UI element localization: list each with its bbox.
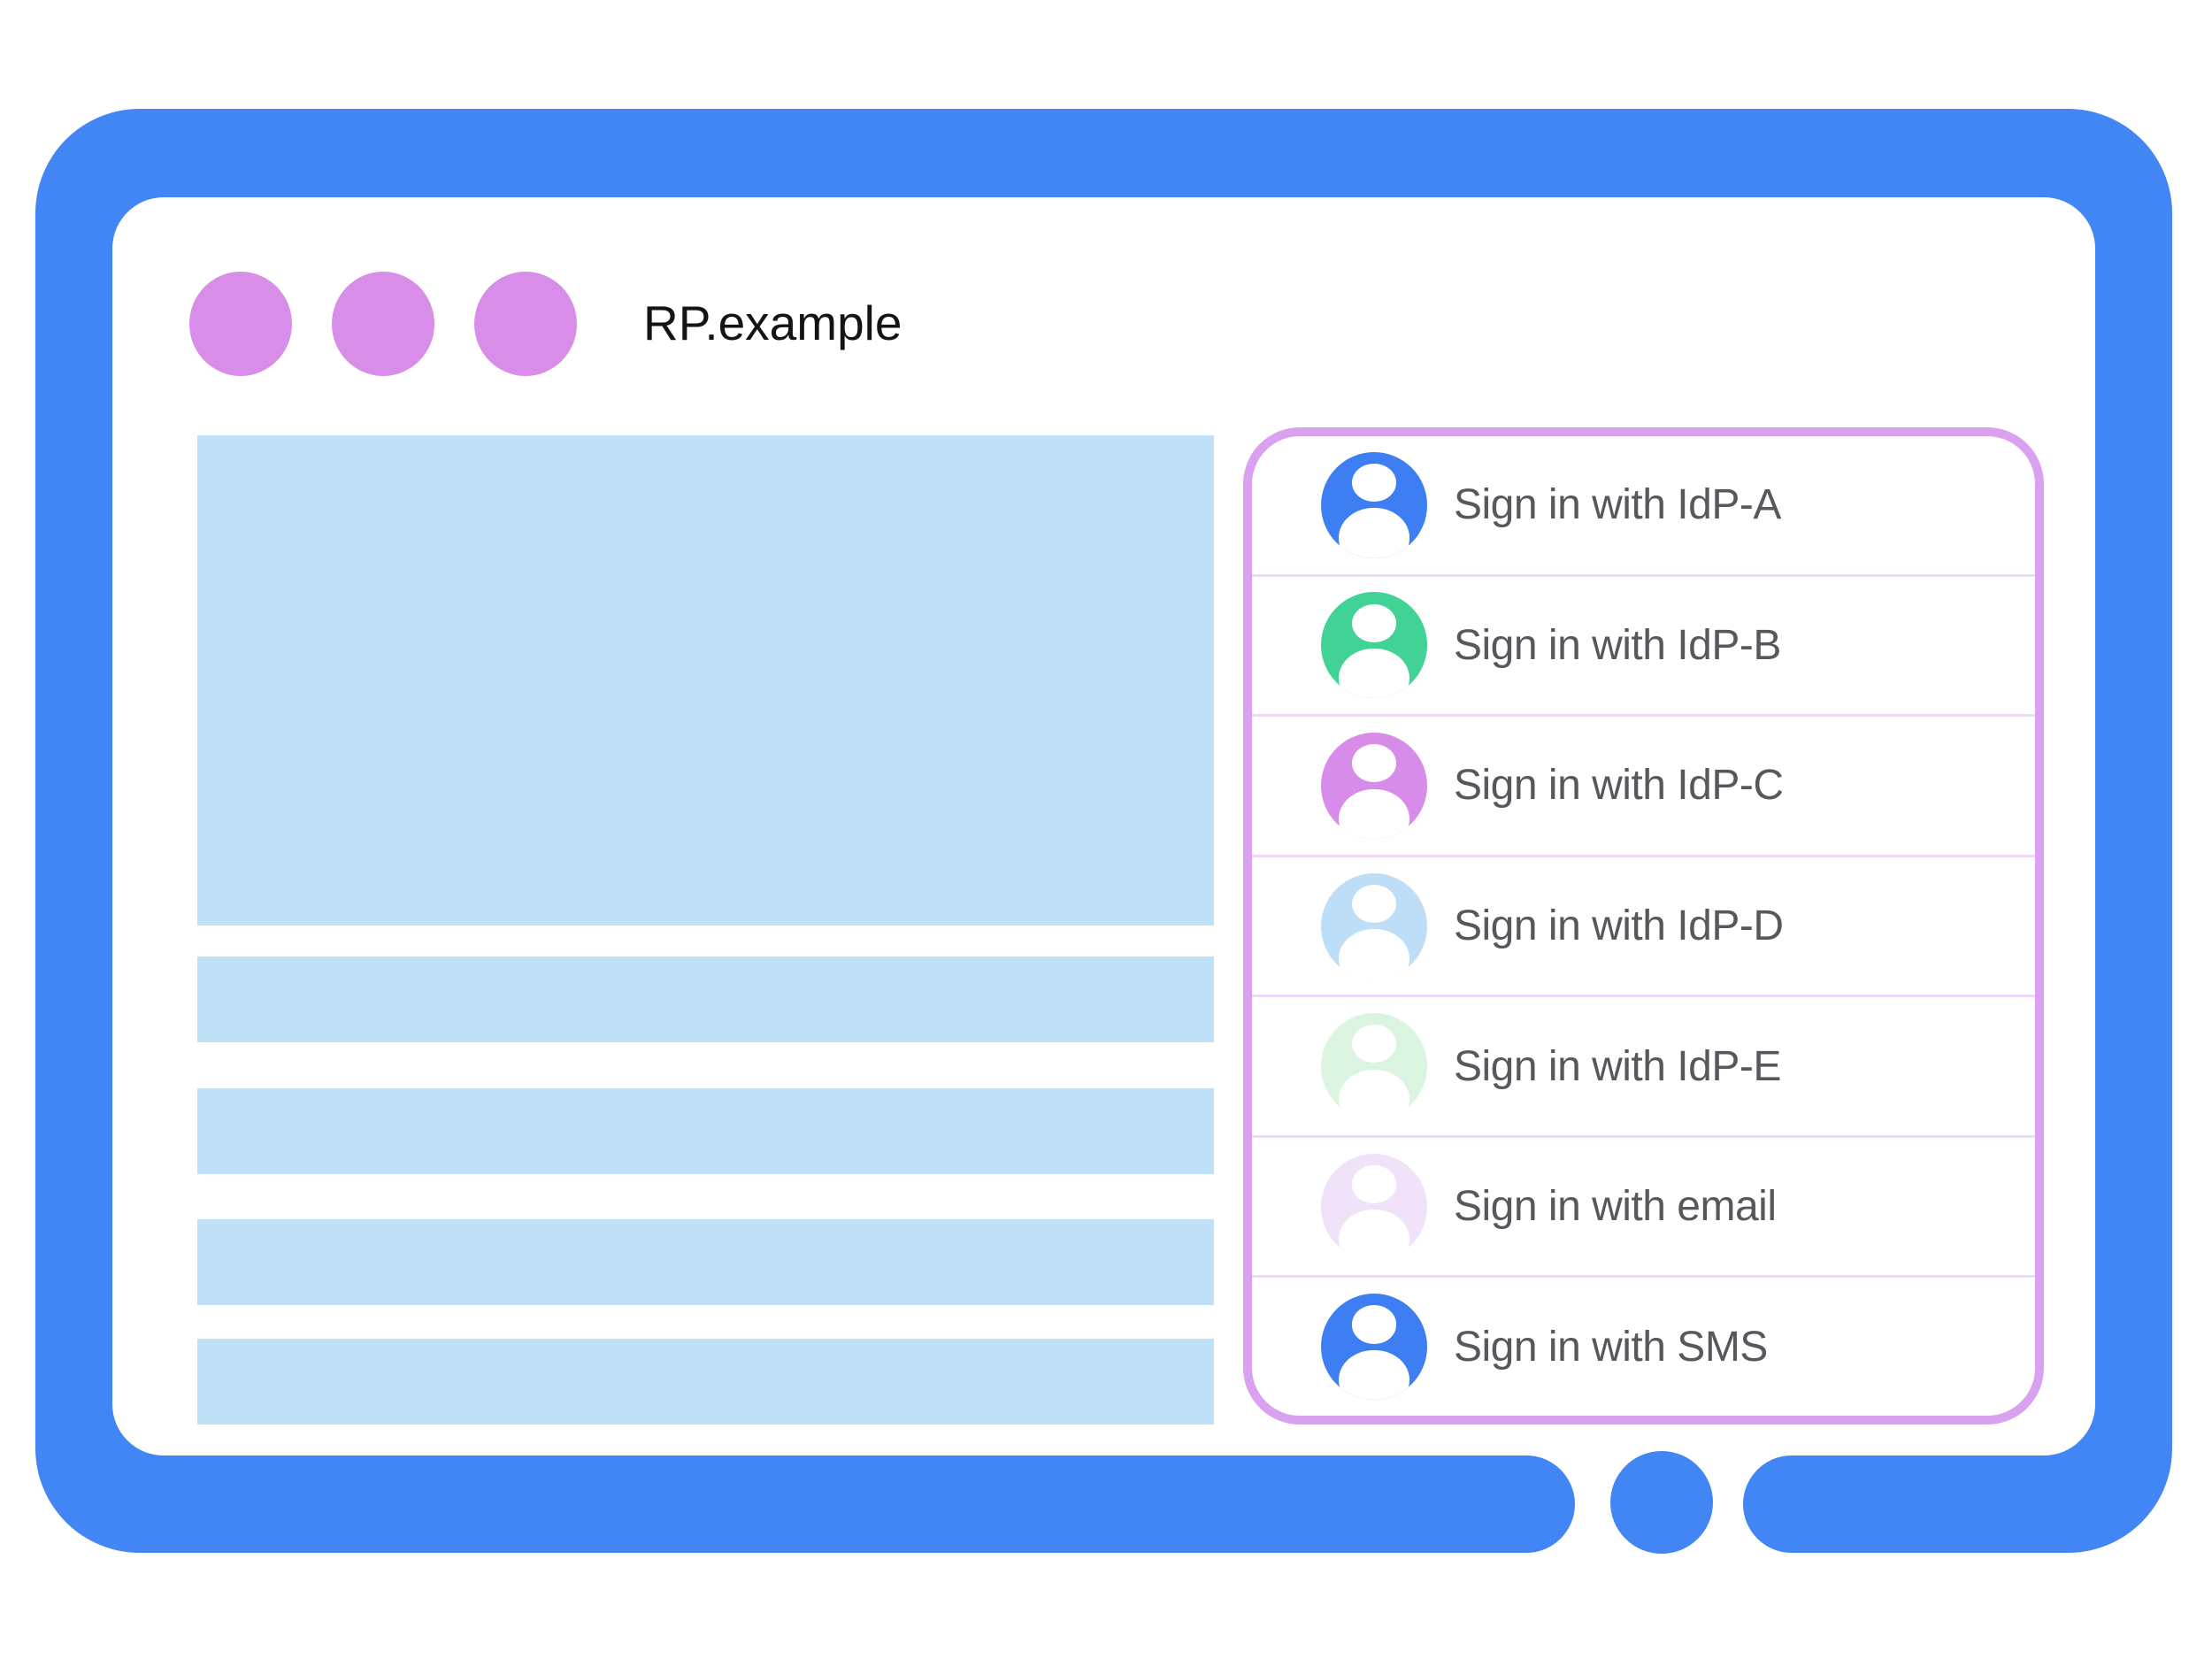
signin-option[interactable]: Sign in with IdP-B	[1252, 577, 2035, 715]
avatar-torso-shape	[1339, 929, 1409, 979]
page-title: RP.example	[643, 296, 902, 350]
text-line-placeholder	[197, 1219, 1214, 1305]
user-avatar-icon	[1321, 451, 1427, 558]
frame-bottom-bar-left-cap	[1442, 1455, 1575, 1553]
frame-bottom-bar-right-cap	[1743, 1455, 1876, 1553]
row-divider	[1252, 854, 2035, 857]
signin-option-label: Sign in with email	[1454, 1183, 1777, 1231]
signin-panel: Sign in with IdP-A Sign in with IdP-B Si…	[1243, 427, 2044, 1425]
user-avatar-icon	[1321, 592, 1427, 699]
row-divider	[1252, 573, 2035, 577]
window-control-dot[interactable]	[474, 272, 577, 376]
avatar-torso-shape	[1339, 1069, 1409, 1120]
hero-content-placeholder	[197, 435, 1214, 926]
avatar-head-shape	[1351, 884, 1397, 923]
text-line-placeholder	[197, 956, 1214, 1042]
user-avatar-icon	[1321, 1294, 1427, 1401]
signin-option[interactable]: Sign in with IdP-C	[1252, 717, 2035, 855]
avatar-head-shape	[1351, 1305, 1397, 1344]
avatar-head-shape	[1351, 1025, 1397, 1064]
row-divider	[1252, 995, 2035, 998]
row-divider	[1252, 1134, 2035, 1138]
window-control-dot[interactable]	[332, 272, 434, 376]
signin-option[interactable]: Sign in with email	[1252, 1138, 2035, 1276]
signin-option[interactable]: Sign in with IdP-D	[1252, 857, 2035, 995]
row-divider	[1252, 1275, 2035, 1279]
avatar-torso-shape	[1339, 648, 1409, 699]
signin-option-label: Sign in with IdP-D	[1454, 902, 1784, 950]
signin-option-label: Sign in with IdP-B	[1454, 621, 1781, 669]
avatar-torso-shape	[1339, 508, 1409, 558]
user-avatar-icon	[1321, 872, 1427, 979]
user-avatar-icon	[1321, 1153, 1427, 1260]
signin-option-label: Sign in with IdP-E	[1454, 1042, 1781, 1090]
avatar-torso-shape	[1339, 1210, 1409, 1260]
signin-option[interactable]: Sign in with IdP-E	[1252, 997, 2035, 1135]
signin-option-label: Sign in with SMS	[1454, 1323, 1768, 1371]
avatar-head-shape	[1351, 463, 1397, 503]
window-controls	[189, 272, 577, 376]
text-line-placeholder	[197, 1339, 1214, 1425]
signin-option[interactable]: Sign in with IdP-A	[1252, 436, 2035, 574]
avatar-head-shape	[1351, 603, 1397, 642]
user-avatar-icon	[1321, 1013, 1427, 1120]
signin-option-label: Sign in with IdP-A	[1454, 481, 1781, 529]
avatar-head-shape	[1351, 1164, 1397, 1204]
user-avatar-icon	[1321, 732, 1427, 839]
text-line-placeholder	[197, 1088, 1214, 1174]
avatar-torso-shape	[1339, 1349, 1409, 1401]
row-divider	[1252, 714, 2035, 718]
avatar-head-shape	[1351, 744, 1397, 783]
home-button-circle	[1610, 1451, 1713, 1554]
signin-option-label: Sign in with IdP-C	[1454, 762, 1784, 810]
signin-option[interactable]: Sign in with SMS	[1252, 1278, 2035, 1416]
window-control-dot[interactable]	[189, 272, 292, 376]
avatar-torso-shape	[1339, 788, 1409, 839]
